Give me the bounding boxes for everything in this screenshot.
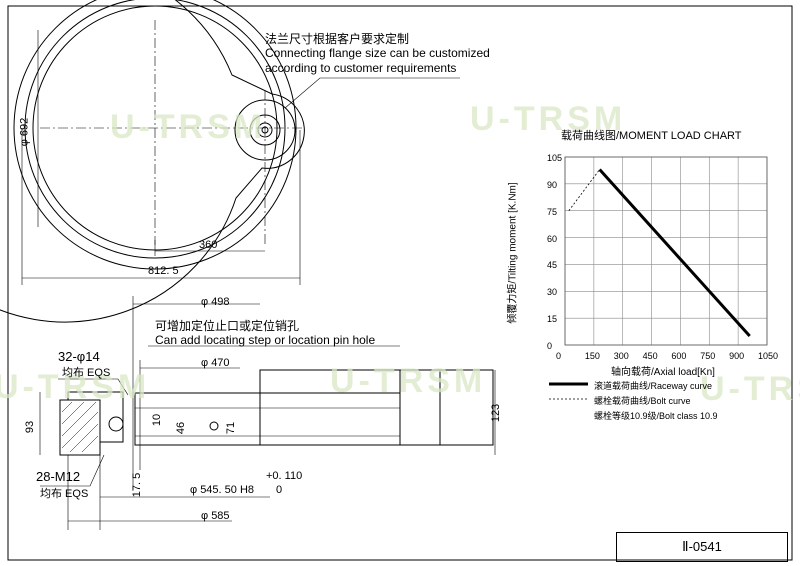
dim-10: 10	[151, 413, 164, 427]
dim-17: 17. 5	[131, 472, 144, 498]
plot-frame	[564, 156, 768, 346]
legend-raceway-label: 滚道载荷曲线/Raceway curve	[594, 381, 713, 391]
top-view	[0, 0, 460, 323]
dim-498: φ 498	[201, 296, 230, 308]
x-tick-label-6: 900	[729, 351, 745, 361]
watermark-1: U-TRSM	[110, 108, 267, 146]
dim-123: 123	[490, 403, 503, 423]
drive-box	[399, 369, 494, 446]
y-tick-label-6: 90	[547, 179, 558, 190]
y-tick-label-4: 60	[547, 233, 558, 244]
step-note-cn: 可增加定位止口或定位销孔	[155, 319, 300, 333]
dim-46: 46	[175, 421, 188, 435]
chart-ylabel: 倾覆力矩/Tilting moment [K.Nm]	[507, 182, 519, 324]
y-tick-label-7: 105	[547, 153, 563, 163]
x-tick-label-0: 0	[556, 351, 562, 361]
dim-360: 360	[199, 239, 218, 251]
gear-hub	[259, 369, 441, 446]
bolt-class-label: 螺栓等级10.9级/Bolt class 10.9	[594, 411, 718, 421]
holes-leader-top	[58, 378, 129, 396]
eqs-top: 均布 EQS	[62, 367, 111, 379]
flange-leader	[284, 77, 460, 109]
x-tick-label-3: 450	[642, 351, 658, 361]
flange-note-en2: according to customer requirements	[265, 61, 457, 75]
legend-bolt-label: 螺栓载荷曲线/Bolt curve	[594, 396, 691, 406]
tol-dn: 0	[276, 484, 283, 496]
dim-470: φ 470	[201, 357, 230, 369]
section-view	[39, 296, 496, 530]
y-tick-label-3: 45	[547, 260, 558, 271]
chart-lines	[568, 168, 751, 338]
series-bolt-line	[568, 169, 600, 211]
x-tick-label-2: 300	[613, 351, 629, 361]
x-tick-label-7: 1050	[758, 351, 779, 361]
inner-race	[24, 0, 286, 259]
flange-note-cn: 法兰尺寸根据客户要求定制	[265, 32, 410, 46]
hatch	[61, 401, 99, 453]
sheet-border	[7, 5, 793, 561]
chart-title: 载荷曲线图/MOMENT LOAD CHART	[561, 130, 742, 142]
x-tick-label-1: 150	[584, 351, 600, 361]
y-tick-label-5: 75	[547, 206, 558, 217]
watermark-4: U-TRSM	[330, 362, 487, 400]
ball	[108, 416, 124, 432]
eqs-bot: 均布 EQS	[40, 488, 89, 500]
dim-585: φ 585	[201, 510, 230, 522]
lube-port	[209, 421, 219, 431]
holes-leader-bot	[40, 454, 105, 487]
x-tick-label-5: 750	[700, 351, 716, 361]
y-tick-label-1: 15	[547, 314, 558, 325]
holes-top: 32-φ14	[58, 349, 100, 364]
watermark-5: U-TRSM	[700, 370, 800, 408]
holes-bot: 28-M12	[36, 469, 81, 484]
chart-xlabel: 轴向载荷/Axial load[Kn]	[611, 367, 715, 378]
drawing-number: Ⅱ-0541	[616, 532, 788, 562]
series-raceway-line	[598, 168, 751, 338]
step-note-en: Can add locating step or location pin ho…	[155, 333, 376, 347]
x-tick-label-4: 600	[671, 351, 687, 361]
dim-545: φ 545. 50 H8	[190, 484, 255, 496]
dim-93: 93	[24, 420, 37, 434]
watermark-2: U-TRSM	[470, 100, 627, 138]
flange-note-en1: Connecting flange size can be customized	[265, 46, 490, 60]
y-tick-label-2: 30	[547, 287, 558, 298]
chart-grid	[564, 156, 768, 346]
watermark-3: U-TRSM	[0, 368, 151, 406]
dim-812: 812. 5	[148, 265, 179, 277]
dim-692: φ 692	[18, 117, 31, 147]
y-tick-label-0: 0	[547, 341, 553, 351]
tol-up: +0. 110	[266, 470, 303, 482]
outer-contour	[0, 0, 305, 323]
dim-71: 71	[225, 421, 238, 435]
